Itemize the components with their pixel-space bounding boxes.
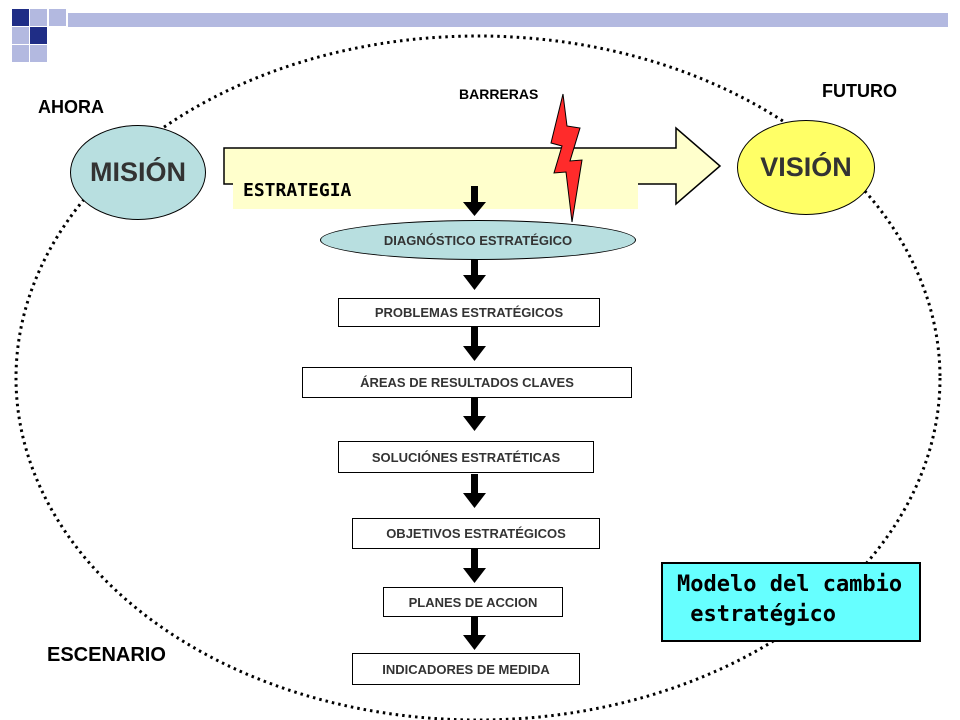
- label-futuro: FUTURO: [822, 81, 897, 101]
- square-light-2: [49, 9, 66, 26]
- step-planes: PLANES DE ACCION: [383, 587, 563, 617]
- square-light-5: [30, 45, 47, 62]
- down-arrow-icon: [463, 186, 486, 650]
- scenario-dotted-ellipse: [14, 34, 942, 720]
- step-objetivos: OBJETIVOS ESTRATÉGICOS: [352, 518, 600, 549]
- diagnostico-oval: DIAGNÓSTICO ESTRATÉGICO: [320, 220, 636, 260]
- step-soluciones: SOLUCIÓNES ESTRATÉTICAS: [338, 441, 594, 473]
- square-dark-1: [12, 9, 29, 26]
- note-line-2: estratégico: [677, 602, 836, 627]
- note-line-1: Modelo del cambio: [677, 572, 903, 597]
- label-escenario: ESCENARIO: [47, 644, 166, 666]
- step-problemas: PROBLEMAS ESTRATÉGICOS: [338, 298, 600, 327]
- mision-oval: MISIÓN: [70, 125, 206, 220]
- square-light-4: [12, 45, 29, 62]
- label-barreras: BARRERAS: [459, 86, 539, 102]
- label-estrategia: ESTRATEGIA: [243, 180, 352, 201]
- square-light-3: [12, 27, 29, 44]
- step-areas-resultados: ÁREAS DE RESULTADOS CLAVES: [302, 367, 632, 398]
- step-indicadores: INDICADORES DE MEDIDA: [352, 653, 580, 685]
- square-dark-2: [30, 27, 47, 44]
- vision-oval: VISIÓN: [737, 120, 875, 215]
- model-note-box: Modelo del cambio estratégico: [661, 562, 921, 642]
- square-light-1: [30, 9, 47, 26]
- label-ahora: AHORA: [38, 97, 104, 117]
- lightning-icon: [550, 93, 583, 223]
- header-bar: [68, 13, 948, 27]
